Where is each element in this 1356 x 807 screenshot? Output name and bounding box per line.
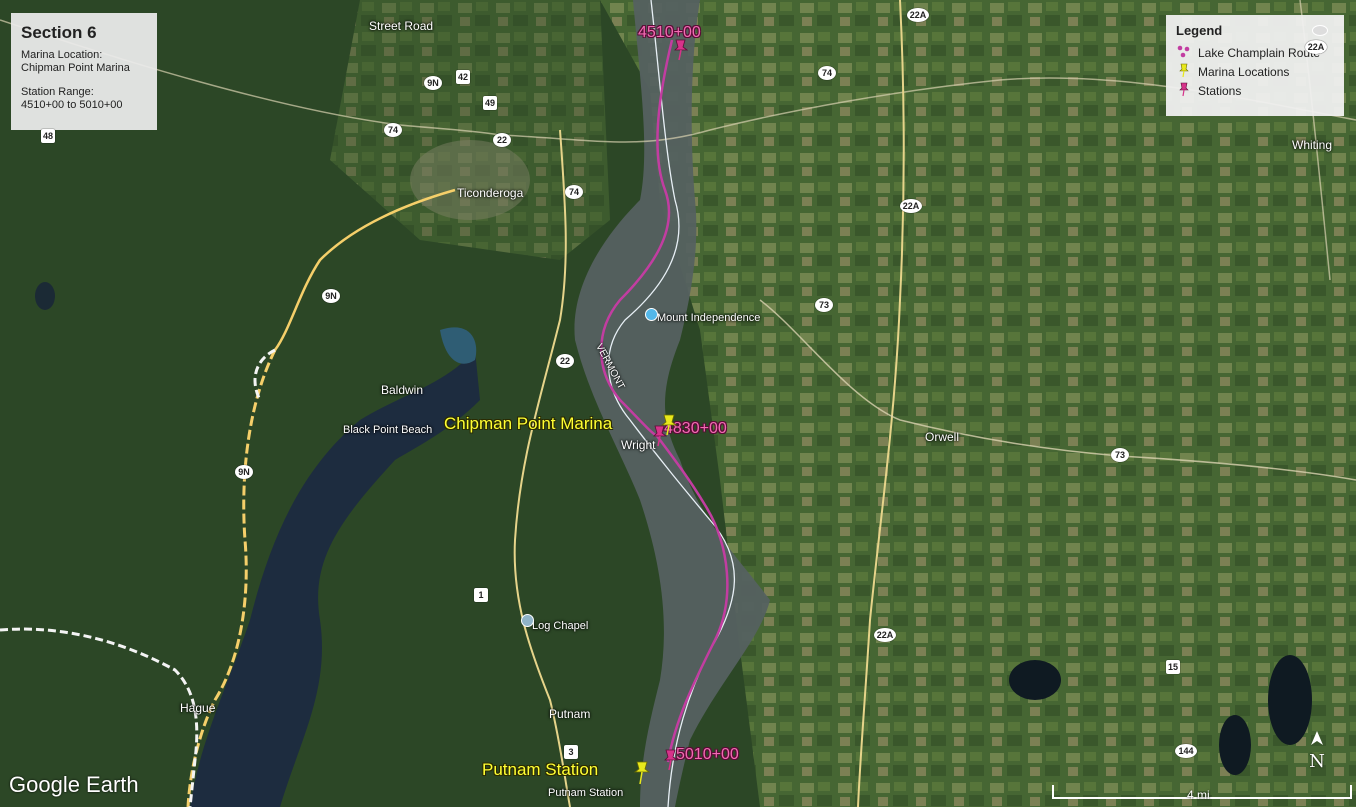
route-shield-15: 15 bbox=[1166, 660, 1180, 674]
marina-pin-icon-putnam[interactable] bbox=[631, 760, 653, 786]
route-shield-74-center: 74 bbox=[565, 185, 583, 199]
place-ticonderoga: Ticonderoga bbox=[457, 186, 524, 200]
station-pin-icon-4830[interactable] bbox=[649, 424, 669, 448]
place-putnam-station: Putnam Station bbox=[548, 787, 624, 799]
station-range-value: 4510+00 to 5010+00 bbox=[21, 99, 123, 111]
marina-location-value: Chipman Point Marina bbox=[21, 62, 130, 74]
north-arrow[interactable]: N bbox=[1306, 730, 1328, 772]
section-title: Section 6 bbox=[21, 23, 97, 42]
route-shield-48: 48 bbox=[41, 129, 55, 143]
place-black-point-beach: Black Point Beach bbox=[343, 424, 433, 436]
marina-label-chipman-point[interactable]: Chipman Point Marina bbox=[444, 414, 613, 433]
scale-label: 4 mi bbox=[1187, 788, 1210, 802]
place-mount-independence: Mount Independence bbox=[657, 312, 761, 324]
route-shield-22-north: 22 bbox=[493, 133, 511, 147]
place-orwell: Orwell bbox=[925, 430, 960, 444]
legend-item-route[interactable]: Lake Champlain Route bbox=[1176, 43, 1334, 62]
north-arrow-icon bbox=[1311, 731, 1323, 745]
route-shield-3: 3 bbox=[564, 745, 578, 759]
route-shield-22a-mid: 22A bbox=[900, 199, 922, 213]
route-shield-49: 49 bbox=[483, 96, 497, 110]
station-label-4510[interactable]: 4510+00 bbox=[638, 24, 701, 41]
route-shield-9n-mid: 9N bbox=[322, 289, 340, 303]
marina-location-label: Marina Location: bbox=[21, 49, 103, 61]
route-shield-22a-south: 22A bbox=[874, 628, 896, 642]
route-shield-22-mid: 22 bbox=[556, 354, 574, 368]
section-info-box: Section 6 Marina Location: Chipman Point… bbox=[11, 13, 157, 130]
pink-pushpin-icon bbox=[1176, 81, 1198, 100]
log-chapel-poi-icon[interactable] bbox=[521, 614, 534, 627]
route-shield-74-east: 74 bbox=[818, 66, 836, 80]
station-pin-icon-4510[interactable] bbox=[670, 38, 690, 62]
route-shield-74-west: 74 bbox=[384, 123, 402, 137]
route-shield-9n: 9N bbox=[424, 76, 442, 90]
legend-title: Legend bbox=[1176, 23, 1223, 38]
station-label-5010[interactable]: 5010+00 bbox=[676, 746, 739, 763]
place-baldwin: Baldwin bbox=[381, 383, 424, 397]
marina-label-putnam-station[interactable]: Putnam Station bbox=[482, 760, 599, 779]
north-label: N bbox=[1309, 751, 1325, 772]
route-shield-22a-east: 22A bbox=[1305, 40, 1327, 54]
place-putnam: Putnam bbox=[549, 707, 591, 721]
station-pin-icon-5010[interactable] bbox=[660, 748, 680, 772]
legend-item-stations[interactable]: Stations bbox=[1176, 81, 1334, 100]
route-shield-73-east: 73 bbox=[1111, 448, 1129, 462]
station-label-4830[interactable]: 4830+00 bbox=[664, 420, 727, 437]
station-range-label: Station Range: bbox=[21, 86, 94, 98]
legend-label-route: Lake Champlain Route bbox=[1198, 45, 1321, 60]
route-shield-42: 42 bbox=[456, 70, 470, 84]
route-shield-9n-south: 9N bbox=[235, 465, 253, 479]
mount-independence-poi-icon[interactable] bbox=[645, 308, 658, 321]
route-shield-144: 144 bbox=[1175, 744, 1197, 758]
place-street-road: Street Road bbox=[369, 19, 434, 33]
google-earth-logo: Google Earth bbox=[9, 772, 139, 797]
place-log-chapel: Log Chapel bbox=[532, 620, 589, 632]
eye-icon[interactable] bbox=[1312, 25, 1328, 36]
place-hague: Hague bbox=[180, 701, 216, 715]
route-dots-icon bbox=[1176, 44, 1198, 61]
legend-item-marinas[interactable]: Marina Locations bbox=[1176, 62, 1334, 81]
scale-bar bbox=[1052, 785, 1352, 799]
place-whiting: Whiting bbox=[1292, 138, 1333, 152]
legend-label-stations: Stations bbox=[1198, 83, 1242, 98]
yellow-pushpin-icon bbox=[1176, 62, 1198, 81]
route-shield-73-west: 73 bbox=[815, 298, 833, 312]
legend-panel: Legend Lake Champlain Route Marina Locat… bbox=[1166, 15, 1344, 116]
marina-pin-icon-chipman[interactable] bbox=[658, 413, 680, 437]
route-shield-22a-top: 22A bbox=[907, 8, 929, 22]
place-wright: Wright bbox=[621, 438, 656, 452]
legend-label-marinas: Marina Locations bbox=[1198, 64, 1290, 79]
route-shield-1: 1 bbox=[474, 588, 488, 602]
